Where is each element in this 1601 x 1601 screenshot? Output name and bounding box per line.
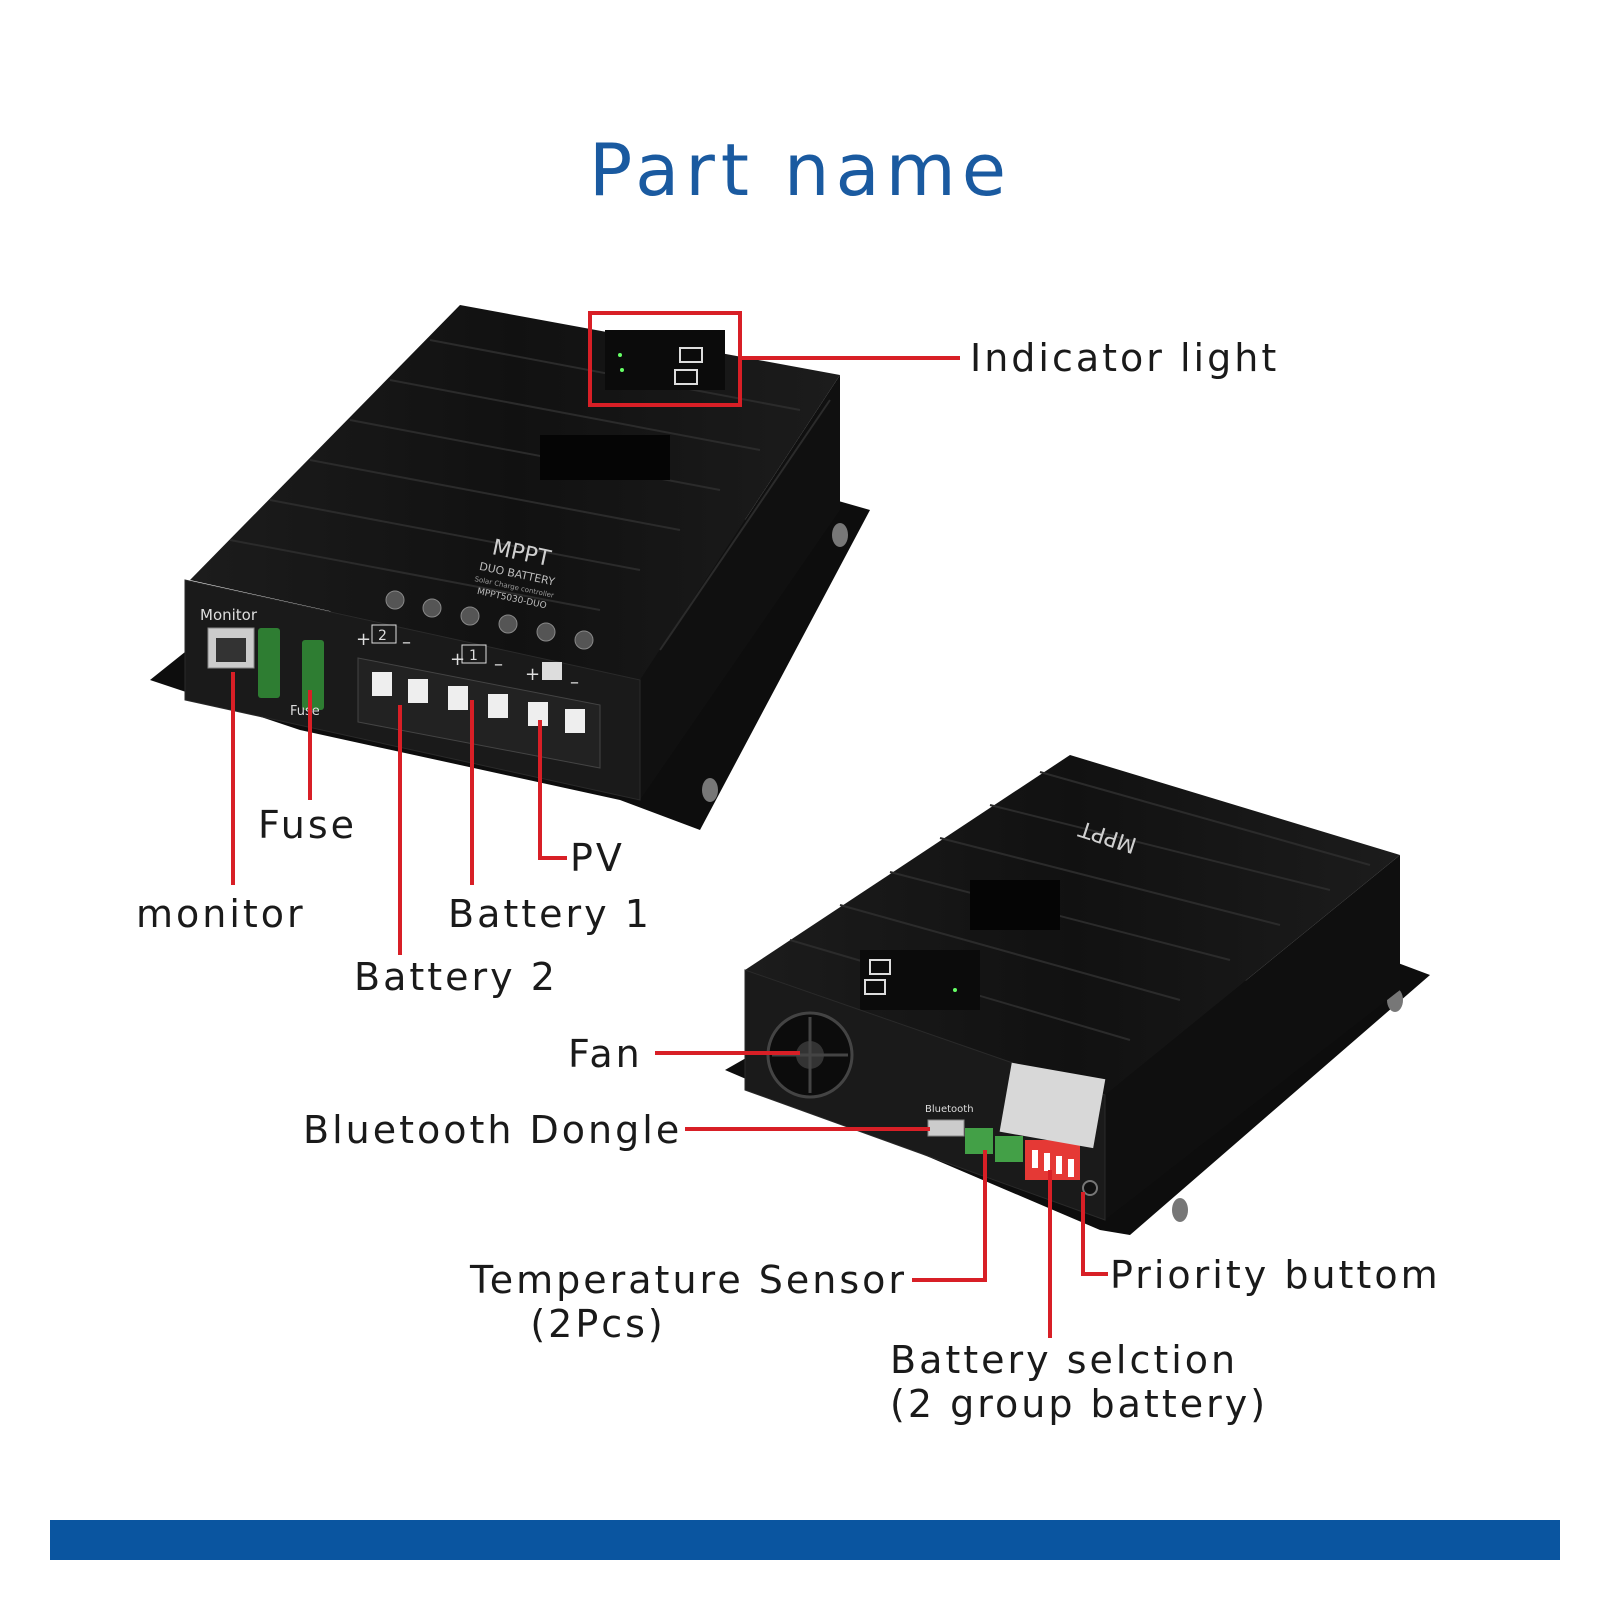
device-top bbox=[190, 305, 840, 680]
svg-text:–: – bbox=[494, 654, 503, 675]
bluetooth-port bbox=[927, 1119, 965, 1137]
svg-text:+: + bbox=[356, 629, 371, 650]
leader-pv bbox=[538, 720, 567, 860]
device-rear-view: MPPT Bluetooth bbox=[725, 755, 1430, 1235]
svg-text:–: – bbox=[570, 672, 579, 693]
label-battery-1: Battery 1 bbox=[448, 892, 652, 936]
page-title: Part name bbox=[588, 128, 1013, 212]
monitor-panel-label: Monitor bbox=[200, 606, 258, 624]
svg-text:1: 1 bbox=[469, 648, 478, 664]
settings-sticker bbox=[999, 1062, 1106, 1149]
fan bbox=[766, 1011, 854, 1099]
flange-slot bbox=[1172, 1198, 1188, 1222]
terminal-screws bbox=[385, 590, 594, 650]
leader-temperature bbox=[912, 1150, 987, 1282]
terminal-slots bbox=[372, 672, 585, 733]
flange-slot bbox=[702, 778, 718, 802]
svg-text:–: – bbox=[402, 632, 411, 653]
rear-indicator-panel bbox=[860, 950, 980, 1010]
bluetooth-panel-label: Bluetooth bbox=[925, 1104, 974, 1115]
device-side bbox=[640, 375, 840, 800]
svg-text:+: + bbox=[525, 664, 540, 685]
fuse-panel-label: Fuse bbox=[290, 704, 320, 719]
label-battery-selection: Battery selction (2 group battery) bbox=[890, 1338, 1269, 1426]
label-plate bbox=[540, 435, 670, 480]
leader-lines bbox=[231, 356, 1108, 1338]
flange-slot bbox=[832, 523, 848, 547]
label-bluetooth-dongle: Bluetooth Dongle bbox=[303, 1108, 683, 1152]
fuse-1 bbox=[258, 628, 280, 698]
svg-text:+: + bbox=[450, 649, 465, 670]
label-pv: PV bbox=[570, 836, 625, 880]
svg-text:2: 2 bbox=[378, 628, 387, 644]
indicator-panel bbox=[605, 330, 725, 390]
label-battery-2: Battery 2 bbox=[354, 955, 558, 999]
label-temperature-sensor: Temperature Sensor (2Pcs) bbox=[470, 1258, 908, 1346]
device-front-view: MPPT DUO BATTERY Solar Charge controller… bbox=[150, 305, 870, 830]
dip-switch-levers bbox=[1032, 1150, 1074, 1177]
label-indicator-light: Indicator light bbox=[970, 336, 1280, 380]
leader-priority bbox=[1081, 1192, 1108, 1276]
label-fan: Fan bbox=[568, 1032, 643, 1076]
priority-button bbox=[1082, 1180, 1098, 1196]
label-fuse: Fuse bbox=[258, 803, 358, 847]
terminal-markings: + 2– + 1– + – bbox=[356, 624, 579, 693]
label-priority-button: Priority buttom bbox=[1110, 1253, 1441, 1297]
footer-bar bbox=[50, 1520, 1560, 1560]
device-rear-side bbox=[1105, 855, 1400, 1220]
label-monitor: monitor bbox=[136, 892, 306, 936]
fuse-2 bbox=[302, 640, 324, 710]
temperature-terminals bbox=[965, 1128, 1023, 1162]
